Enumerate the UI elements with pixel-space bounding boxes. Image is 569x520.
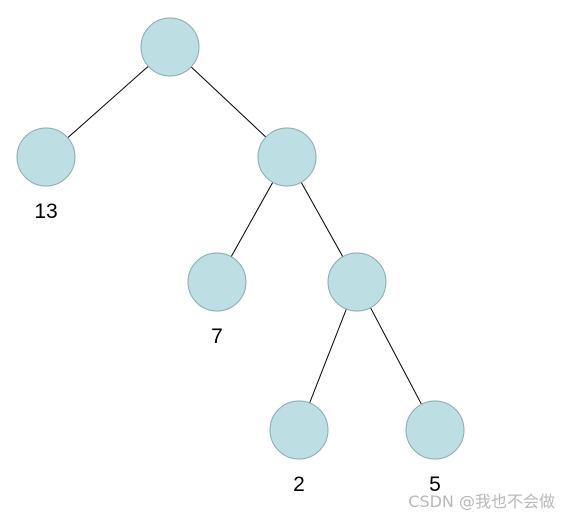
edge-right-internal-to-lower-internal xyxy=(300,182,344,257)
node-leaf-7 xyxy=(187,252,247,312)
edge-lower-internal-to-leaf-2 xyxy=(309,308,347,404)
edge-root-to-left-leaf xyxy=(67,65,149,139)
tree-edges xyxy=(67,65,422,405)
label-left-leaf: 13 xyxy=(34,200,57,223)
edge-root-to-right-internal xyxy=(190,66,267,138)
tree-nodes xyxy=(16,17,465,460)
node-root xyxy=(140,17,200,77)
node-leaf-5 xyxy=(405,400,465,460)
node-lower-internal xyxy=(327,252,387,312)
edge-right-internal-to-leaf-7 xyxy=(230,182,274,257)
tree-labels: 13 7 2 5 xyxy=(34,200,441,496)
edge-lower-internal-to-leaf-5 xyxy=(370,307,422,405)
label-leaf-5: 5 xyxy=(429,473,441,496)
label-leaf-2: 2 xyxy=(293,473,305,496)
node-right-internal xyxy=(257,127,317,187)
node-leaf-2 xyxy=(269,400,329,460)
node-left-leaf xyxy=(16,127,76,187)
csdn-watermark: CSDN @我也不会做 xyxy=(408,492,555,511)
label-leaf-7: 7 xyxy=(211,325,223,348)
